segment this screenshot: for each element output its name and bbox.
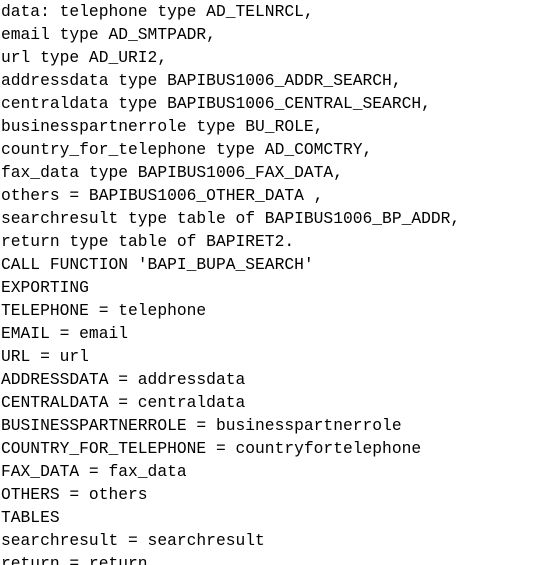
- code-line-16: URL = url: [1, 347, 89, 366]
- code-line-25: return = return.: [1, 554, 158, 565]
- code-line-13: EXPORTING: [1, 278, 89, 297]
- code-line-14: TELEPHONE = telephone: [1, 301, 207, 320]
- code-line-23: TABLES: [1, 508, 60, 527]
- code-line-7: country_for_telephone type AD_COMCTRY,: [1, 140, 373, 159]
- code-line-10: searchresult type table of BAPIBUS1006_B…: [1, 209, 461, 228]
- code-line-4: addressdata type BAPIBUS1006_ADDR_SEARCH…: [1, 71, 402, 90]
- code-line-11: return type table of BAPIRET2.: [1, 232, 295, 251]
- code-line-19: BUSINESSPARTNERROLE = businesspartnerrol…: [1, 416, 402, 435]
- code-line-17: ADDRESSDATA = addressdata: [1, 370, 246, 389]
- code-line-24: searchresult = searchresult: [1, 531, 265, 550]
- code-line-6: businesspartnerrole type BU_ROLE,: [1, 117, 324, 136]
- code-line-3: url type AD_URI2,: [1, 48, 168, 67]
- code-line-20: COUNTRY_FOR_TELEPHONE = countryforteleph…: [1, 439, 422, 458]
- code-line-1: data: telephone type AD_TELNRCL,: [1, 2, 314, 21]
- code-line-22: OTHERS = others: [1, 485, 148, 504]
- code-line-15: EMAIL = email: [1, 324, 129, 343]
- code-line-18: CENTRALDATA = centraldata: [1, 393, 246, 412]
- code-line-9: others = BAPIBUS1006_OTHER_DATA ,: [1, 186, 324, 205]
- code-line-2: email type AD_SMTPADR,: [1, 25, 216, 44]
- code-line-8: fax_data type BAPIBUS1006_FAX_DATA,: [1, 163, 343, 182]
- code-line-5: centraldata type BAPIBUS1006_CENTRAL_SEA…: [1, 94, 431, 113]
- code-line-21: FAX_DATA = fax_data: [1, 462, 187, 481]
- code-line-12: CALL FUNCTION 'BAPI_BUPA_SEARCH': [1, 255, 314, 274]
